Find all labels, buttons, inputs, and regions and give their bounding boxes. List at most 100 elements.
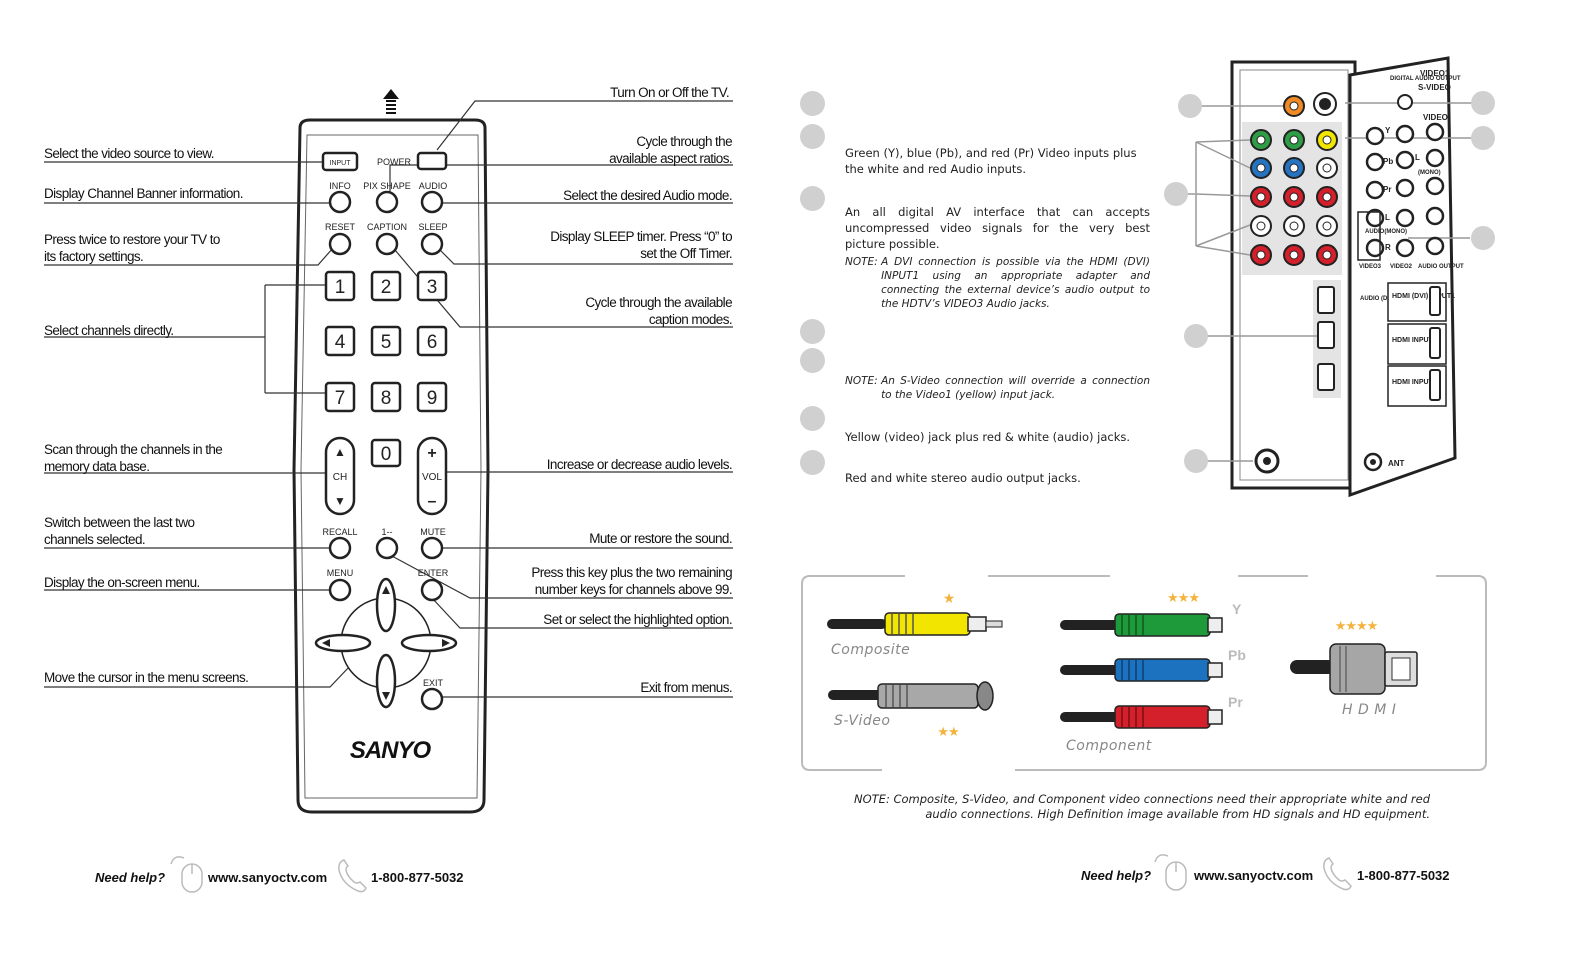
number-key-3[interactable] xyxy=(416,270,448,302)
bullet-6 xyxy=(800,406,825,431)
label-press-key-line1: Press this key plus the two remaining xyxy=(531,565,732,580)
number-key-4[interactable] xyxy=(324,325,356,357)
pixshape-button[interactable] xyxy=(375,190,399,214)
label-select-channels: Select channels directly. xyxy=(44,323,174,338)
nav-right-button[interactable] xyxy=(400,633,458,653)
volume-down-icon: – xyxy=(428,493,437,510)
label-scan-channels: Scan through the channels in the memory … xyxy=(44,441,223,475)
label-press-key: Press this key plus the two remaining nu… xyxy=(531,564,732,598)
reset-button[interactable] xyxy=(328,232,352,256)
ir-signal-icon xyxy=(383,89,399,114)
svideo-label: S-VIDEO xyxy=(1418,83,1451,92)
menu-key-label: MENU xyxy=(327,568,354,578)
power-button[interactable] xyxy=(416,151,448,171)
key-9-label: 9 xyxy=(427,388,438,409)
panel-bullet-c xyxy=(1471,126,1495,150)
enter-button[interactable] xyxy=(420,578,444,602)
audio-button[interactable] xyxy=(420,190,444,214)
input-button[interactable] xyxy=(321,151,359,172)
number-key-7[interactable] xyxy=(324,381,356,413)
component-pb-label: Pb xyxy=(1228,647,1246,663)
component-pb-cable xyxy=(1060,658,1223,682)
footer-phone-right: 1-800-877-5032 xyxy=(1357,868,1450,883)
number-key-6[interactable] xyxy=(416,325,448,357)
svideo-note-text: An S-Video connection will override a co… xyxy=(881,375,1150,401)
video2-label: VIDEO2 xyxy=(1390,264,1413,270)
bottom-note-label: NOTE xyxy=(853,792,886,806)
nav-up-button[interactable] xyxy=(375,577,397,633)
number-key-0[interactable] xyxy=(370,438,402,468)
sleep-key-label: SLEEP xyxy=(418,222,447,232)
side-y-jack xyxy=(1365,126,1385,146)
side-audio-l3-jack xyxy=(1425,206,1445,226)
caption-button[interactable] xyxy=(375,232,399,256)
audio-output-label: AUDIO OUTPUT xyxy=(1418,264,1464,270)
component-y-cable xyxy=(1060,613,1223,637)
side-pb2-jack xyxy=(1395,150,1415,170)
number-key-2[interactable] xyxy=(370,270,402,302)
composite-caption: Composite xyxy=(831,642,911,658)
volume-up-icon: + xyxy=(427,445,436,462)
label-factory-reset-line1: Press twice to restore your TV to xyxy=(44,232,220,247)
hdmi-description: An all digital AV interface that can acc… xyxy=(845,205,1150,251)
phone-icon xyxy=(338,859,367,893)
number-key-8[interactable] xyxy=(370,381,402,413)
volume-rocker[interactable] xyxy=(416,436,448,516)
number-key-9[interactable] xyxy=(416,381,448,413)
channel-up-icon: ▲ xyxy=(334,445,346,459)
nav-left-button[interactable] xyxy=(314,633,372,653)
side-pb-jack xyxy=(1365,152,1385,172)
footer-phone-left: 1-800-877-5032 xyxy=(371,870,464,885)
bullet-7 xyxy=(800,450,825,475)
exit-button[interactable] xyxy=(420,687,444,711)
key-6-label: 6 xyxy=(427,332,438,353)
label-sleep-line2: set the Off Timer. xyxy=(640,246,732,261)
key-0-label: 0 xyxy=(381,444,392,465)
label-move-cursor: Move the cursor in the menu screens. xyxy=(44,670,249,685)
label-display-banner: Display Channel Banner information. xyxy=(44,186,243,201)
side-l-jack xyxy=(1425,148,1445,168)
menu-button[interactable] xyxy=(328,578,352,602)
svideo-caption: S-Video xyxy=(834,713,891,729)
component-description: Green (Y), blue (Pb), and red (Pr) Video… xyxy=(845,146,1137,176)
bullet-2 xyxy=(800,124,825,149)
label-switch-channels: Switch between the last two channels sel… xyxy=(44,514,195,548)
key-4-label: 4 xyxy=(335,332,346,353)
dash-button[interactable] xyxy=(375,536,399,560)
footer-website-right[interactable]: www.sanyoctv.com xyxy=(1194,868,1314,883)
label-factory-reset-line2: its factory settings. xyxy=(44,249,144,264)
side-audio-l-jack xyxy=(1365,208,1385,228)
footer-website-left[interactable]: www.sanyoctv.com xyxy=(208,870,328,885)
recall-button[interactable] xyxy=(328,536,352,560)
nav-up-icon xyxy=(382,586,390,594)
label-scan-line1: Scan through the channels in the xyxy=(44,442,223,457)
label-set-select: Set or select the highlighted option. xyxy=(543,612,732,627)
label-caption: Cycle through the available caption mode… xyxy=(585,294,732,328)
exit-key-label: EXIT xyxy=(423,678,444,688)
panel-bullet-a xyxy=(1178,94,1202,118)
nav-down-button[interactable] xyxy=(375,653,397,709)
side-audio-r-label: R xyxy=(1385,243,1391,252)
mute-button[interactable] xyxy=(420,536,444,560)
label-audio-mode: Select the desired Audio mode. xyxy=(563,188,732,203)
audio-mono-label: AUDIO(MONO) xyxy=(1365,229,1407,235)
video-label: VIDEO xyxy=(1423,113,1448,122)
label-aspect-line2: available aspect ratios. xyxy=(609,151,733,166)
dvi-note: NOTE: A DVI connection is possible via t… xyxy=(845,255,1150,311)
power-key-label: POWER xyxy=(377,157,412,167)
channel-rocker[interactable] xyxy=(324,436,356,516)
nav-down-icon xyxy=(382,692,390,700)
reset-key-label: RESET xyxy=(325,222,356,232)
side-pb-label: Pb xyxy=(1383,157,1393,166)
info-button[interactable] xyxy=(328,190,352,214)
side-hdmi3-port xyxy=(1429,369,1441,401)
bottom-note-text: Composite, S-Video, and Component video … xyxy=(893,792,1430,821)
number-key-1[interactable] xyxy=(324,270,356,302)
number-key-5[interactable] xyxy=(370,325,402,357)
bullet-4 xyxy=(800,319,825,344)
label-aspect-ratio: Cycle through the available aspect ratio… xyxy=(609,133,733,167)
sleep-button[interactable] xyxy=(420,232,444,256)
footer-need-help-left: Need help? xyxy=(95,870,166,885)
nav-right-icon xyxy=(442,639,450,647)
